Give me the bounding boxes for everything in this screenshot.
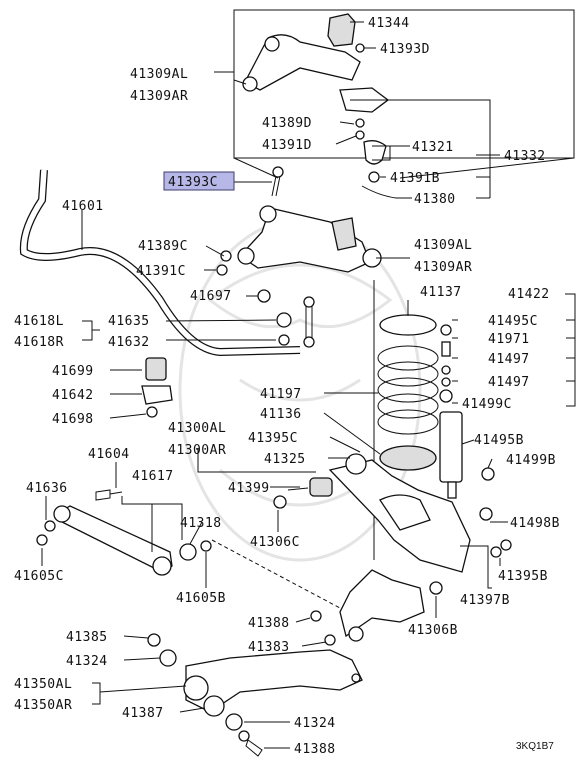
lower-arm [273, 453, 512, 595]
label-41391B: 41391B [390, 171, 440, 186]
stabilizer-bar [19, 169, 315, 357]
label-41632: 41632 [108, 335, 150, 350]
label-41383: 41383 [248, 640, 290, 655]
label-41497-a: 41497 [488, 352, 530, 367]
label-41306C: 41306C [250, 535, 300, 550]
label-41393D: 41393D [380, 42, 430, 57]
label-41601: 41601 [62, 199, 104, 214]
label-41380: 41380 [414, 192, 456, 207]
bushing-bracket [141, 357, 173, 418]
label-41321: 41321 [412, 140, 454, 155]
label-41495B: 41495B [474, 433, 524, 448]
shock-absorber [439, 324, 495, 499]
label-41399: 41399 [228, 481, 270, 496]
label-41318: 41318 [180, 516, 222, 531]
label-41971: 41971 [488, 332, 530, 347]
label-41197: 41197 [260, 387, 302, 402]
label-41499B: 41499B [506, 453, 556, 468]
label-41495C: 41495C [488, 314, 538, 329]
label-41605C: 41605C [14, 569, 64, 584]
bolt-41393C [271, 166, 284, 197]
label-41497-b: 41497 [488, 375, 530, 390]
label-41393C: 41393C [168, 175, 218, 190]
inset-box [233, 9, 575, 159]
label-41618R: 41618R [14, 335, 64, 350]
label-41387: 41387 [122, 706, 164, 721]
label-41309AR-inset: 41309AR [130, 89, 188, 104]
label-41309AL: 41309AL [414, 238, 472, 253]
label-41137: 41137 [420, 285, 462, 300]
label-41699: 41699 [52, 364, 94, 379]
label-41300AL: 41300AL [168, 421, 226, 436]
label-41499C: 41499C [462, 397, 512, 412]
label-41306B: 41306B [408, 623, 458, 638]
label-41332: 41332 [504, 149, 546, 164]
label-41498B: 41498B [510, 516, 560, 531]
leader-lines [41, 21, 576, 749]
label-41422: 41422 [508, 287, 550, 302]
label-41325: 41325 [264, 452, 306, 467]
label-41618L: 41618L [14, 314, 64, 329]
label-41300AR: 41300AR [168, 443, 226, 458]
trailing-link [36, 489, 341, 609]
label-41635: 41635 [108, 314, 150, 329]
label-41395B: 41395B [498, 569, 548, 584]
label-41324-a: 41324 [66, 654, 108, 669]
label-41636: 41636 [26, 481, 68, 496]
label-41309AL-inset: 41309AL [130, 67, 188, 82]
upper-arm-inset [242, 13, 397, 199]
label-41698: 41698 [52, 412, 94, 427]
label-41617: 41617 [132, 469, 174, 484]
upper-arm [216, 205, 382, 303]
part-labels: 41344 41393D 41309AL 41309AR 41389D 4139… [14, 16, 560, 757]
label-41350AL: 41350AL [14, 677, 72, 692]
label-41309AR: 41309AR [414, 260, 472, 275]
knuckle [339, 569, 425, 642]
label-41388-a: 41388 [248, 616, 290, 631]
label-41391D: 41391D [262, 138, 312, 153]
label-41391C: 41391C [136, 264, 186, 279]
lower-control-arm [147, 610, 363, 757]
label-41385: 41385 [66, 630, 108, 645]
label-41389D: 41389D [262, 116, 312, 131]
label-41389C: 41389C [138, 239, 188, 254]
label-41397B: 41397B [460, 593, 510, 608]
label-41350AR: 41350AR [14, 698, 72, 713]
highlight-box [163, 171, 235, 191]
label-41642: 41642 [52, 388, 94, 403]
label-41136: 41136 [260, 407, 302, 422]
label-41395C: 41395C [248, 431, 298, 446]
label-41324-b: 41324 [294, 716, 336, 731]
label-41605B: 41605B [176, 591, 226, 606]
label-41697: 41697 [190, 289, 232, 304]
label-41604: 41604 [88, 447, 130, 462]
label-41344: 41344 [368, 16, 410, 31]
label-41388-b: 41388 [294, 742, 336, 757]
figure-code: 3KQ1B7 [516, 741, 554, 752]
